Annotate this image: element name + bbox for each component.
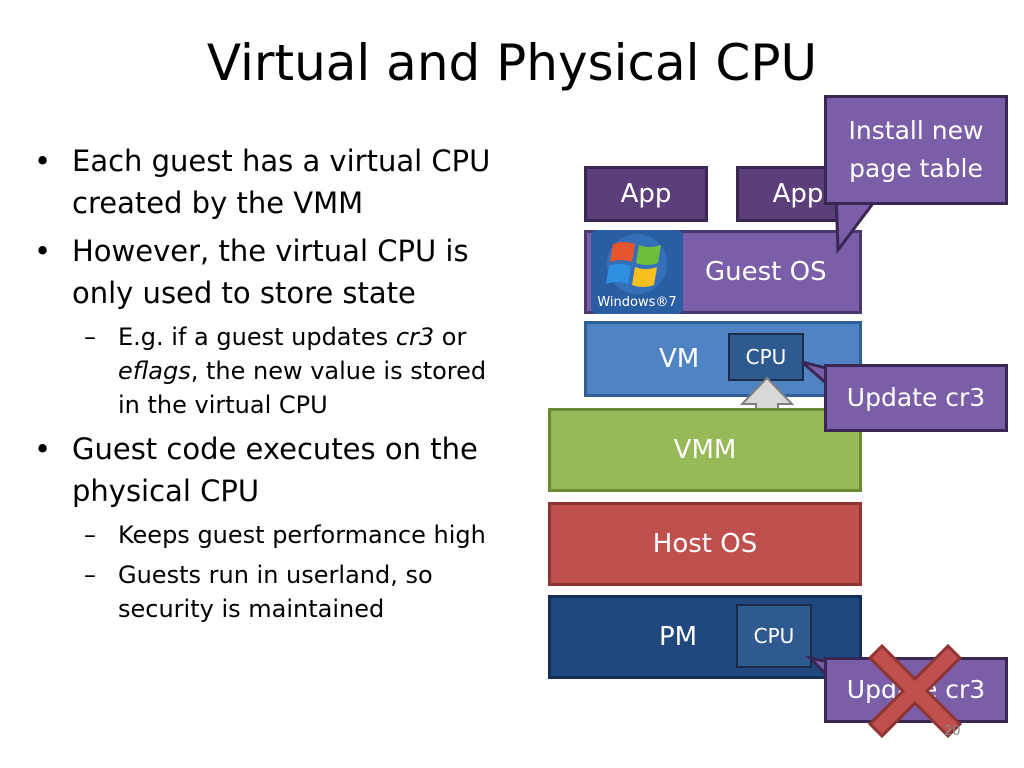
vmm-layer: VMM — [548, 408, 862, 492]
callout-update-virtual-cr3: Update cr3 — [824, 364, 1008, 432]
pm-label: PM — [659, 622, 698, 652]
sub-bullet-text: , the new value is stored in the virtual… — [118, 357, 487, 419]
app-label: App — [620, 179, 672, 209]
sub-bullet-text: or — [434, 323, 467, 351]
app-label: App — [772, 179, 824, 209]
bullet-item: Guest code executes on the physical CPU — [30, 428, 500, 512]
vm-layer: VM — [584, 321, 862, 397]
bullet-item: Each guest has a virtual CPU created by … — [30, 140, 500, 224]
host-os-label: Host OS — [652, 529, 758, 559]
callout-text: Install new page table — [848, 116, 984, 183]
vm-label: VM — [659, 344, 700, 374]
physical-cpu-box: CPU — [736, 604, 812, 668]
physical-cpu-label: CPU — [753, 624, 795, 648]
bullet-list: Each guest has a virtual CPU created by … — [30, 140, 500, 632]
callout-text: Update cr3 — [846, 383, 986, 412]
vmm-label: VMM — [673, 435, 737, 465]
app-box: App — [584, 166, 708, 222]
callout-install-page-table: Install new page table — [824, 95, 1008, 205]
page-number: 20 — [944, 724, 961, 739]
cross-icon — [867, 643, 963, 739]
slide-title: Virtual and Physical CPU — [206, 34, 818, 92]
sub-bullet-item: E.g. if a guest updates cr3 or eflags, t… — [30, 320, 500, 422]
windows-logo-text: Windows®7 — [597, 295, 676, 310]
guest-os-label: Guest OS — [705, 257, 827, 287]
sub-bullet-item: Keeps guest performance high — [30, 518, 500, 552]
register-cr3: cr3 — [395, 323, 435, 351]
virtual-cpu-label: CPU — [745, 345, 787, 369]
host-os-layer: Host OS — [548, 502, 862, 586]
sub-bullet-item: Guests run in userland, so security is m… — [30, 558, 500, 626]
register-eflags: eflags — [118, 357, 191, 385]
bullet-item: However, the virtual CPU is only used to… — [30, 230, 500, 314]
sub-bullet-text: E.g. if a guest updates — [118, 323, 396, 351]
windows-logo-icon: Windows®7 — [591, 230, 683, 314]
virtual-cpu-box: CPU — [728, 333, 804, 381]
